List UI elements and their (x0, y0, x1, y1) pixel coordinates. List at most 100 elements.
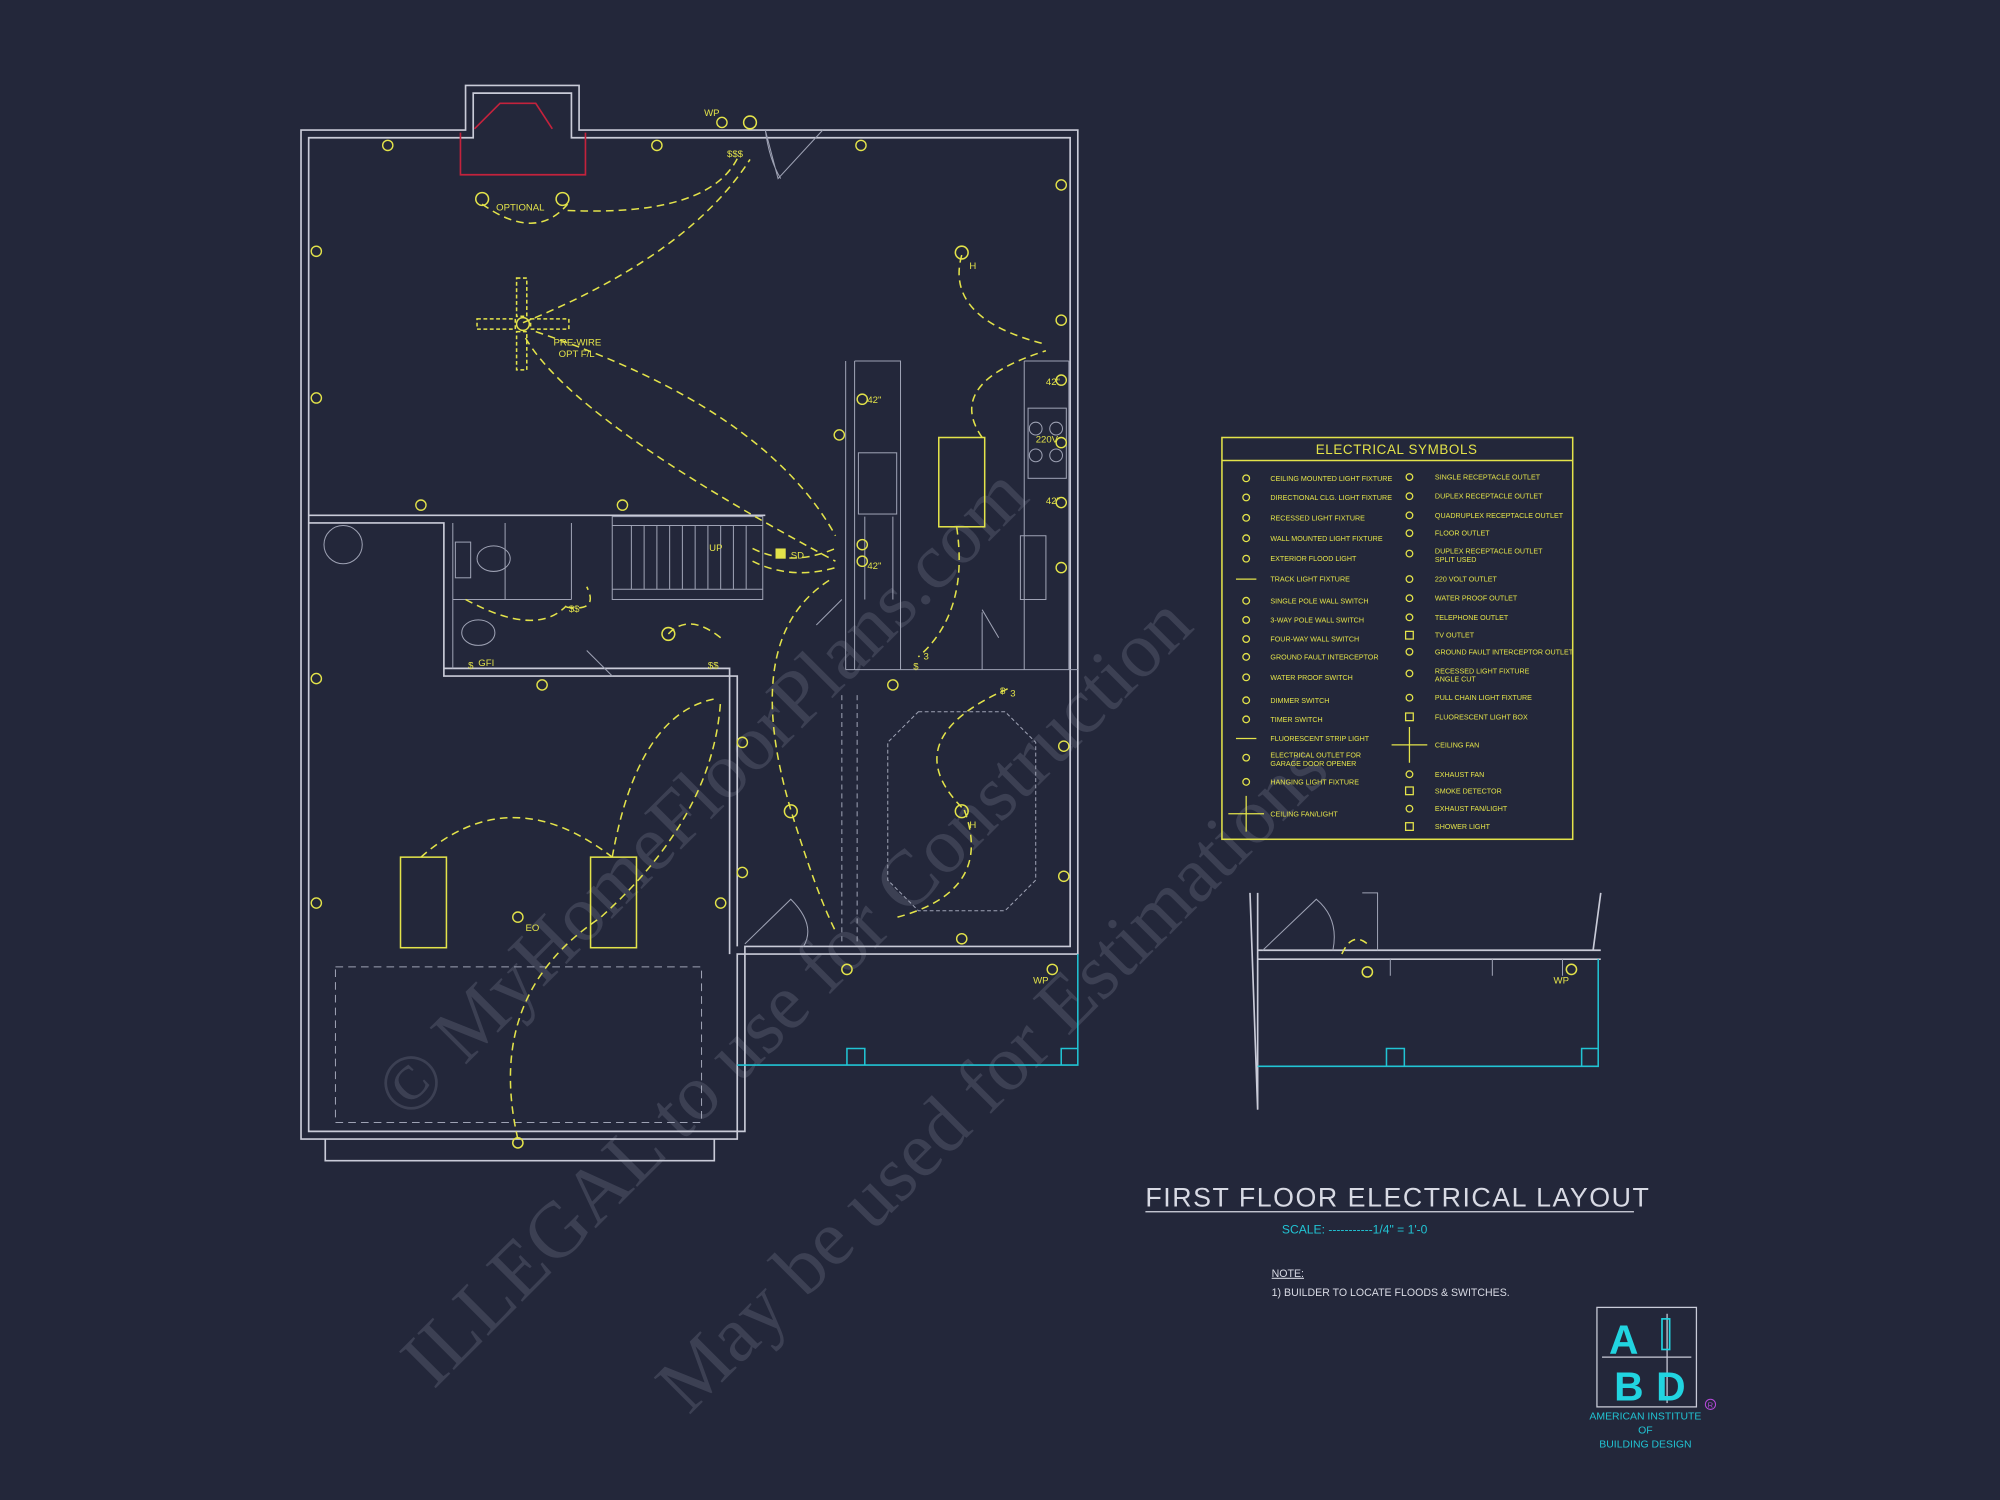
legend-label-line-2: SPLIT USED (1435, 556, 1476, 564)
logo-letter-a: A (1609, 1316, 1638, 1362)
legend-row: CEILING MOUNTED LIGHT FIXTURE (1242, 474, 1392, 483)
entry-door (764, 129, 824, 180)
legend-label: FOUR-WAY WALL SWITCH (1270, 636, 1359, 644)
tv-outlet-icon (1404, 630, 1414, 640)
volt-220-outlet-icon (1405, 575, 1414, 584)
fireplace (459, 132, 587, 176)
opt-fl-label: OPT F/L (559, 349, 595, 360)
legend-label: FLOOR OUTLET (1435, 530, 1490, 538)
legend-label: QUADRUPLEX RECEPTACLE OUTLET (1435, 512, 1564, 520)
legend-row: GROUND FAULT INTERCEPTOR OUTLET (1405, 647, 1574, 656)
porch-section-detail: WP (1249, 892, 1602, 1110)
shower-light-icon (1404, 822, 1414, 831)
directional-light-icon (1242, 493, 1251, 502)
telephone-outlet-icon (1405, 613, 1414, 622)
legend-row: HANGING LIGHT FIXTURE (1242, 777, 1359, 786)
waterproof-switch-icon (1242, 673, 1251, 682)
garage-opener-label: EO (526, 923, 540, 934)
legend-row: DIMMER SWITCH (1242, 696, 1329, 705)
legend-label: TV OUTLET (1435, 632, 1475, 640)
switch: $ (468, 660, 474, 671)
optional-label: OPTIONAL (496, 202, 544, 213)
gfi-outlet-icon (1405, 647, 1414, 656)
kitchen (815, 360, 1078, 671)
legend-row: EXHAUST FAN/LIGHT (1405, 804, 1508, 813)
legend-title: ELECTRICAL SYMBOLS (1316, 442, 1478, 457)
hall-dashed (841, 695, 858, 944)
legend-label: HANGING LIGHT FIXTURE (1270, 778, 1359, 786)
legend-row: DUPLEX RECEPTACLE OUTLET (1405, 492, 1543, 501)
legend-label: GROUND FAULT INTERCEPTOR OUTLET (1435, 648, 1574, 656)
switch: $ (1000, 686, 1006, 697)
aibd-logo: A B D R AMERICAN INSTITUTE OF BUILDING D… (1589, 1306, 1717, 1451)
volt-label: 220V (1036, 435, 1059, 446)
legend-label: TRACK LIGHT FIXTURE (1270, 576, 1350, 584)
counter-height-label: 42" (867, 395, 881, 406)
legend-row: WATER PROOF SWITCH (1242, 673, 1353, 682)
recessed-angle-icon (1405, 669, 1414, 678)
stair-up-label: UP (709, 543, 722, 554)
recessed-light-icon (1242, 513, 1251, 522)
ceiling-light-icon (783, 804, 798, 819)
fireplace-hood (473, 102, 553, 130)
legend-row: FOUR-WAY WALL SWITCH (1242, 635, 1359, 644)
legend-label: WATER PROOF OUTLET (1435, 595, 1518, 603)
flood-light-icon (1242, 554, 1251, 563)
title-block: FIRST FLOOR ELECTRICAL LAYOUT SCALE: ---… (1145, 1183, 1649, 1299)
exhaust-fan-icon (1405, 770, 1414, 779)
stairs: UP (611, 516, 764, 600)
logo-line-2: OF (1638, 1426, 1653, 1437)
legend-label: SMOKE DETECTOR (1435, 787, 1502, 795)
three-way-switch-icon (1242, 615, 1251, 624)
switch-group: $$ (708, 660, 719, 671)
timer-switch-icon (1242, 715, 1251, 724)
registered-mark: R (1708, 1401, 1714, 1410)
ceiling-fan-blades-icon (476, 277, 570, 371)
floor-outlet-icon (1405, 529, 1414, 538)
legend-row: SHOWER LIGHT (1404, 822, 1491, 831)
ceiling-light-icon (555, 191, 570, 207)
note-item-1: 1) BUILDER TO LOCATE FLOODS & SWITCHES. (1272, 1287, 1510, 1299)
legend-label: DIMMER SWITCH (1270, 697, 1329, 705)
exterior-light-icon (841, 963, 853, 976)
legend-row: TV OUTLET (1404, 630, 1475, 640)
three-way-label: 3 (1010, 688, 1015, 699)
smoke-detector-label: SD (791, 551, 804, 562)
duplex-outlet-icons (310, 116, 1070, 976)
legend-label: RECESSED LIGHT FIXTURE (1270, 514, 1365, 522)
legend-label: SHOWER LIGHT (1435, 823, 1491, 831)
logo-letter-b: B (1614, 1364, 1643, 1410)
legend-label: CEILING FAN/LIGHT (1270, 810, 1338, 818)
legend-label: DUPLEX RECEPTACLE OUTLET (1435, 493, 1543, 501)
garage-outlet-icon (1242, 753, 1251, 762)
duplex-receptacle-icon (1405, 492, 1414, 501)
pull-chain-light-icon (1405, 693, 1414, 702)
legend-label: EXTERIOR FLOOD LIGHT (1270, 555, 1357, 563)
single-receptacle-icon (1405, 473, 1414, 481)
exterior-light-icon (511, 1136, 524, 1149)
legend-row: TIMER SWITCH (1242, 715, 1323, 724)
legend-row: QUADRUPLEX RECEPTACLE OUTLET (1405, 511, 1564, 520)
wp-label: WP (704, 108, 719, 119)
wiring (420, 152, 1047, 1140)
legend-row: FLUORESCENT STRIP LIGHT (1235, 735, 1370, 743)
legend-label-line-2: GARAGE DOOR OPENER (1270, 760, 1356, 768)
note-heading: NOTE: (1272, 1268, 1304, 1280)
floor-plan: UP (300, 84, 1079, 1162)
logo-line-3: BUILDING DESIGN (1599, 1440, 1691, 1451)
ceiling-fan-icon (1391, 727, 1428, 763)
legend-row: CEILING FAN (1391, 727, 1479, 763)
counter-height-label: 42" (867, 561, 881, 572)
ceiling-fan-light-icon (515, 316, 531, 332)
legend-row: DIRECTIONAL CLG. LIGHT FIXTURE (1242, 493, 1392, 502)
legend-label: RECESSED LIGHT FIXTURE (1435, 667, 1530, 675)
toilet (454, 541, 472, 579)
legend-label: WATER PROOF SWITCH (1270, 674, 1352, 682)
gfi-label: GFI (478, 658, 494, 669)
gfi-switch-icon (1242, 652, 1251, 661)
legend-row: RECESSED LIGHT FIXTURE (1242, 513, 1365, 522)
ceiling-light-icon (1242, 474, 1251, 483)
